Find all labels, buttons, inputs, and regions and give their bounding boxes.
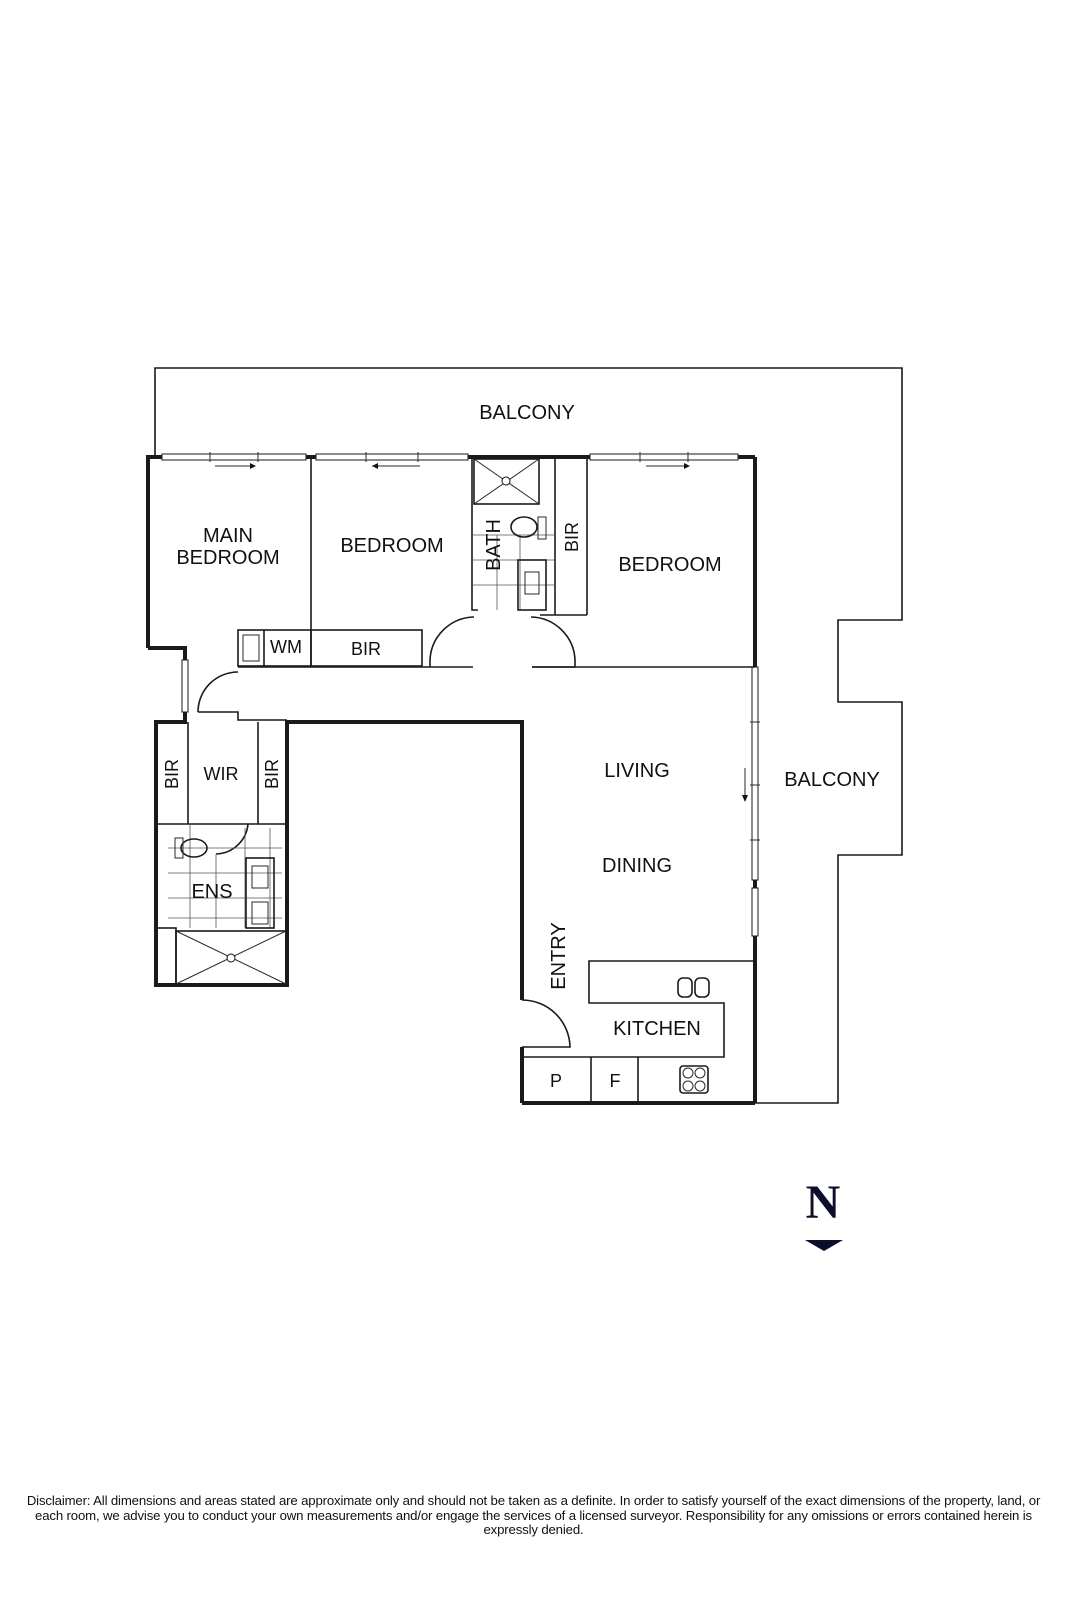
label-entry: ENTRY — [548, 922, 570, 989]
toilet-icon — [174, 837, 208, 859]
label-dining: DINING — [602, 855, 672, 877]
label-bir-bath: BIR — [562, 522, 582, 552]
shower-icon — [155, 927, 287, 986]
sink-icon — [245, 857, 275, 929]
label-wir: WIR — [204, 764, 239, 784]
label-bir-hall: BIR — [351, 639, 381, 659]
toilet-icon — [510, 516, 547, 540]
disclaimer-text: Disclaimer: All dimensions and areas sta… — [26, 1493, 1041, 1537]
sink-icon — [517, 559, 547, 611]
north-letter: N — [806, 1176, 841, 1229]
label-pantry: P — [550, 1071, 562, 1091]
room-labels: BALCONY MAIN BEDROOM BEDROOM BATH BIR BE… — [162, 402, 880, 1091]
label-wm: WM — [270, 637, 302, 657]
ens-tiles — [168, 824, 282, 928]
label-kitchen: KITCHEN — [613, 1018, 701, 1040]
interior-walls — [156, 457, 755, 825]
label-bath: BATH — [483, 519, 505, 571]
label-ens: ENS — [191, 881, 232, 903]
ensuite — [155, 824, 287, 986]
exterior-walls — [146, 455, 757, 1105]
label-main-bedroom-2: BEDROOM — [176, 547, 279, 569]
cooktop-icon — [679, 1065, 709, 1094]
label-living: LIVING — [604, 760, 670, 782]
label-balcony-north: BALCONY — [479, 402, 575, 424]
windows — [161, 452, 760, 937]
label-balcony-east: BALCONY — [784, 769, 880, 791]
label-bir-left: BIR — [162, 759, 182, 789]
doors — [197, 616, 576, 1048]
label-fridge: F — [610, 1071, 621, 1091]
kitchen — [524, 960, 755, 1103]
sink-icon — [677, 977, 710, 998]
label-main-bedroom-1: MAIN — [203, 525, 253, 547]
bathroom — [472, 458, 555, 611]
balcony-outline — [154, 367, 903, 1104]
label-bedroom-2: BEDROOM — [340, 535, 443, 557]
north-arrow-icon: N — [805, 1176, 843, 1251]
label-bir-right: BIR — [262, 759, 282, 789]
label-bedroom-3: BEDROOM — [618, 554, 721, 576]
shower-icon — [473, 458, 540, 505]
